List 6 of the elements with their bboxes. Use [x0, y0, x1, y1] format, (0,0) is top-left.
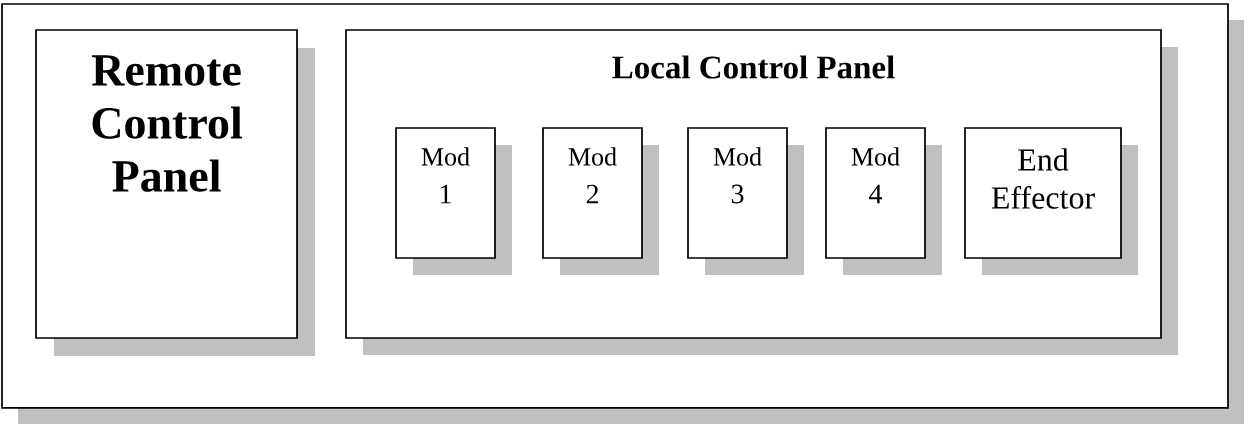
- module-box: Mod 4: [825, 127, 942, 275]
- module-box: Mod 2: [542, 127, 659, 275]
- module-box: Mod 3: [687, 127, 804, 275]
- panel-box: Remote Control Panel: [35, 29, 315, 356]
- module-box: Mod 1: [395, 127, 512, 275]
- module-box: End Effector: [964, 127, 1138, 275]
